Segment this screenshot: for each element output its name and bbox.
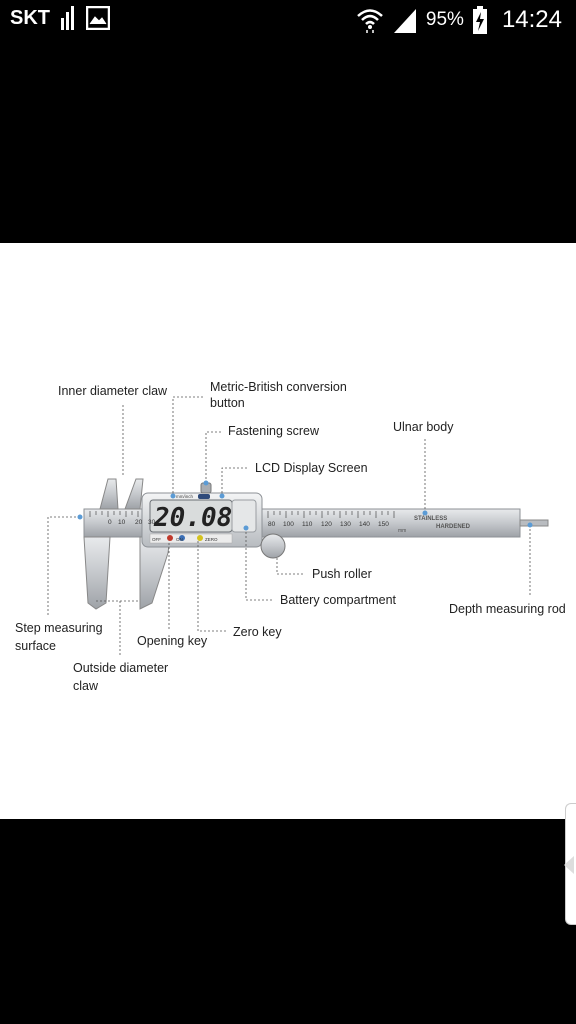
mode-label: mm/inch bbox=[176, 494, 193, 499]
callout-ulnar-body: Ulnar body bbox=[393, 420, 454, 434]
callout-metric-british-line1: Metric-British conversion bbox=[210, 380, 347, 394]
callout-fastening-screw: Fastening screw bbox=[228, 424, 320, 438]
outside-jaw-fixed bbox=[83, 536, 111, 610]
callout-depth-measuring-rod: Depth measuring rod bbox=[449, 602, 566, 616]
callout-push-roller: Push roller bbox=[312, 567, 372, 581]
zero-key-dot bbox=[197, 535, 203, 541]
inner-claw-fixed bbox=[99, 478, 119, 510]
caliper-diagram-image[interactable]: 20.08 mm/inch OFF ON ZERO STAINLESS HARD… bbox=[0, 243, 576, 819]
status-bar: SKT 95% 14:24 bbox=[0, 0, 576, 40]
zero-label: ZERO bbox=[205, 537, 218, 542]
callout-opening-key: Opening key bbox=[137, 634, 208, 648]
depth-rod bbox=[519, 519, 549, 527]
caliper-illustration: 20.08 mm/inch OFF ON ZERO STAINLESS HARD… bbox=[47, 396, 549, 657]
chevron-left-icon bbox=[564, 856, 574, 874]
callout-inner-diameter-claw: Inner diameter claw bbox=[58, 384, 168, 398]
tick-label: 20 bbox=[135, 519, 143, 526]
outside-jaw-moving bbox=[139, 536, 171, 610]
tick-label: 140 bbox=[359, 521, 370, 528]
tick-label: 80 bbox=[268, 521, 276, 528]
main-scale bbox=[89, 511, 395, 518]
callout-outside-diameter-line1: Outside diameter bbox=[73, 661, 169, 675]
tick-label: 30 bbox=[148, 519, 156, 526]
scale-unit: mm bbox=[398, 528, 406, 534]
battery-charging-icon bbox=[472, 6, 487, 34]
callout-outside-diameter-line2: claw bbox=[73, 679, 99, 693]
tick-label: 10 bbox=[118, 519, 126, 526]
callout-lcd-display-screen: LCD Display Screen bbox=[255, 461, 368, 475]
lcd-reading: 20.08 bbox=[153, 503, 232, 533]
cell-signal-icon bbox=[393, 9, 416, 33]
callout-step-measuring-line1: Step measuring bbox=[15, 621, 103, 635]
stamp-hardened: HARDENED bbox=[436, 524, 471, 530]
tick-label: 130 bbox=[340, 521, 351, 528]
clock: 14:24 bbox=[501, 6, 562, 33]
carrier-name: SKT bbox=[10, 6, 50, 29]
tick-label: 150 bbox=[378, 521, 389, 528]
opening-key-dot bbox=[167, 535, 173, 541]
wifi-icon bbox=[357, 9, 383, 33]
tick-label: 100 bbox=[283, 521, 294, 528]
scale-tick-labels: 0 10 20 30 80 100 110 120 130 140 150 bbox=[108, 519, 389, 528]
inner-claw-moving bbox=[124, 478, 144, 510]
callout-zero-key: Zero key bbox=[233, 625, 282, 639]
push-roller bbox=[260, 533, 286, 559]
signal-bars-icon bbox=[61, 6, 74, 30]
tick-label: 110 bbox=[302, 521, 313, 528]
tick-label: 0 bbox=[108, 519, 112, 526]
on-label: ON bbox=[176, 537, 183, 542]
callout-battery-compartment: Battery compartment bbox=[280, 593, 397, 607]
metric-british-button bbox=[198, 494, 210, 499]
off-label: OFF bbox=[152, 537, 161, 542]
callout-step-measuring-line2: surface bbox=[15, 639, 56, 653]
tick-label: 120 bbox=[321, 521, 332, 528]
callout-metric-british-line2: button bbox=[210, 396, 245, 410]
stamp-stainless: STAINLESS bbox=[414, 516, 447, 522]
image-icon bbox=[86, 6, 110, 30]
battery-percent: 95% bbox=[425, 9, 464, 30]
edge-panel-handle[interactable] bbox=[564, 803, 576, 925]
